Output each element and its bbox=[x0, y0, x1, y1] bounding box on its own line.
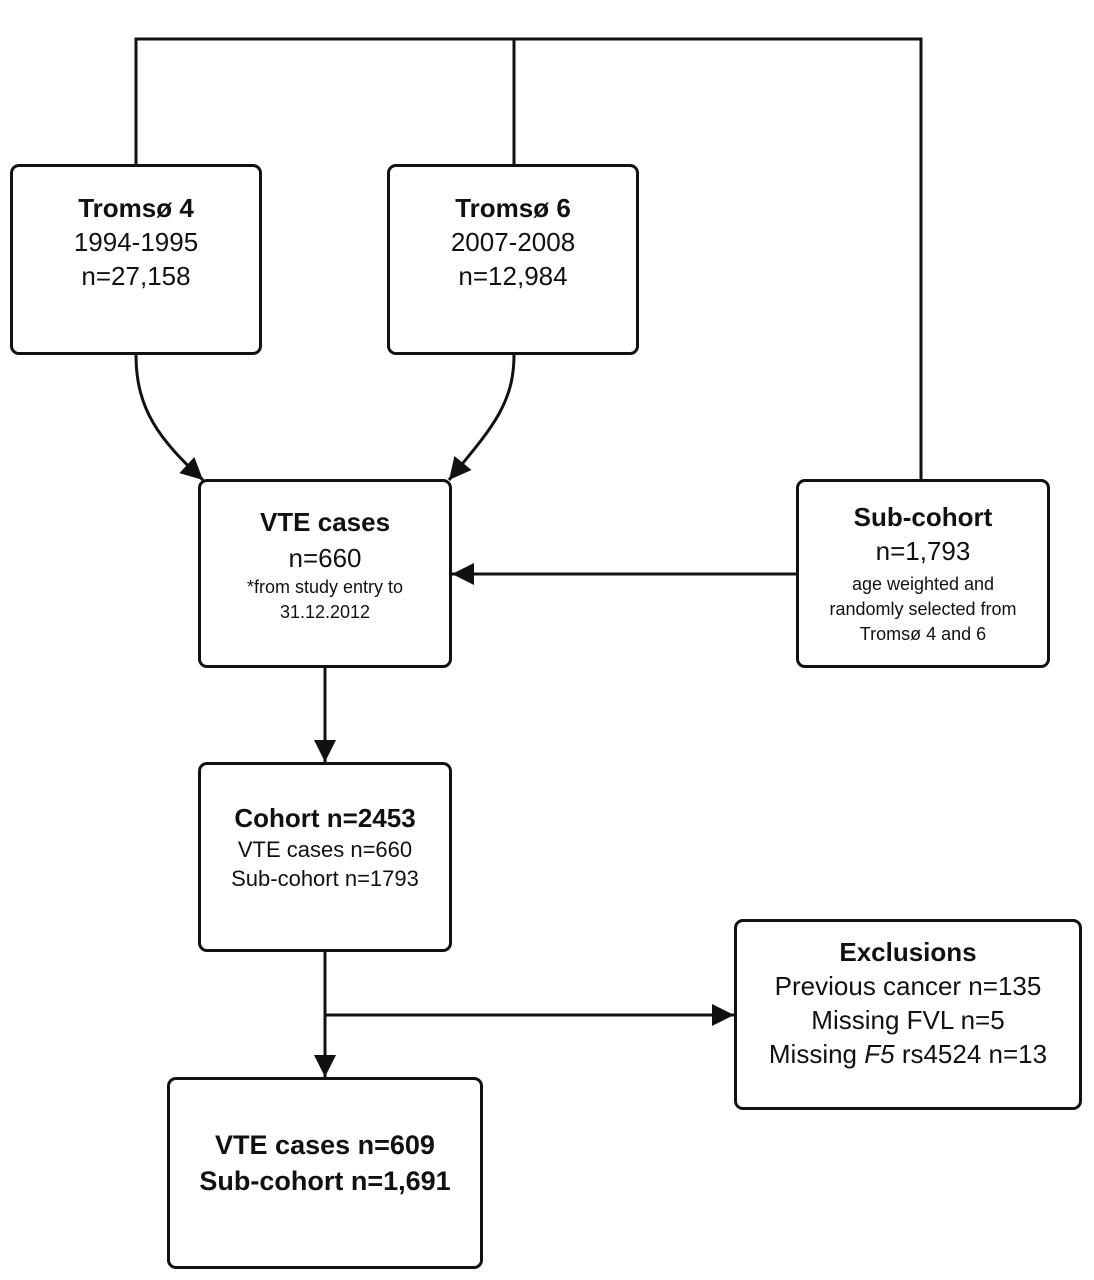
final-sub-cohort: Sub-cohort n=1,691 bbox=[199, 1166, 451, 1196]
exclusion-f5-gene: F5 bbox=[864, 1038, 895, 1069]
exclusion-f5-prefix: Missing bbox=[768, 1038, 865, 1069]
vte-cases-n: n=660 bbox=[288, 542, 362, 573]
tromso4-box: Tromsø 4 1994-1995 n=27,158 bbox=[10, 164, 262, 355]
tromso6-n: n=12,984 bbox=[458, 260, 568, 291]
exclusion-previous-cancer: Previous cancer n=135 bbox=[774, 970, 1042, 1001]
exclusion-missing-f5: Missing F5 rs4524 n=13 bbox=[769, 1037, 1047, 1071]
exclusion-missing-fvl: Missing FVL n=5 bbox=[811, 1004, 1005, 1035]
cohort-title: Cohort n=2453 bbox=[234, 803, 416, 833]
sub-cohort-box: Sub-cohort n=1,793 age weighted and rand… bbox=[796, 479, 1050, 668]
cohort-box: Cohort n=2453 VTE cases n=660 Sub-cohort… bbox=[198, 762, 452, 952]
sub-cohort-title: Sub-cohort bbox=[853, 502, 993, 532]
cohort-vte-cases: VTE cases n=660 bbox=[237, 837, 413, 862]
tromso6-title: Tromsø 6 bbox=[455, 192, 571, 223]
vte-cases-note-1: *from study entry to bbox=[246, 576, 404, 597]
sub-cohort-desc-1: age weighted and bbox=[851, 574, 995, 594]
tromso6-years: 2007-2008 bbox=[450, 226, 576, 257]
tromso6-to-vte-arrow bbox=[447, 354, 516, 481]
final-cohort-box: VTE cases n=609 Sub-cohort n=1,691 bbox=[167, 1077, 483, 1269]
vte-cases-box: VTE cases n=660 *from study entry to 31.… bbox=[198, 479, 452, 668]
sub-cohort-n: n=1,793 bbox=[875, 536, 971, 566]
final-vte-cases: VTE cases n=609 bbox=[215, 1130, 435, 1160]
tromso4-years: 1994-1995 bbox=[73, 226, 199, 257]
top-bracket-line bbox=[134, 37, 923, 480]
cohort-sub-cohort: Sub-cohort n=1793 bbox=[231, 866, 419, 891]
exclusion-f5-suffix: rs4524 n=13 bbox=[894, 1038, 1048, 1069]
sub-cohort-desc-2: randomly selected from bbox=[829, 599, 1017, 619]
exclusions-title: Exclusions bbox=[839, 936, 977, 967]
tromso6-box: Tromsø 6 2007-2008 n=12,984 bbox=[387, 164, 639, 355]
tromso4-title: Tromsø 4 bbox=[78, 192, 194, 223]
vte-cases-note-2: 31.12.2012 bbox=[279, 601, 371, 622]
tromso4-to-vte-arrow bbox=[134, 354, 205, 482]
sub-cohort-desc-3: Tromsø 4 and 6 bbox=[859, 624, 987, 644]
tromso4-n: n=27,158 bbox=[81, 260, 191, 291]
vte-cases-title: VTE cases bbox=[259, 506, 391, 537]
exclusions-box: Exclusions Previous cancer n=135 Missing… bbox=[734, 919, 1082, 1110]
